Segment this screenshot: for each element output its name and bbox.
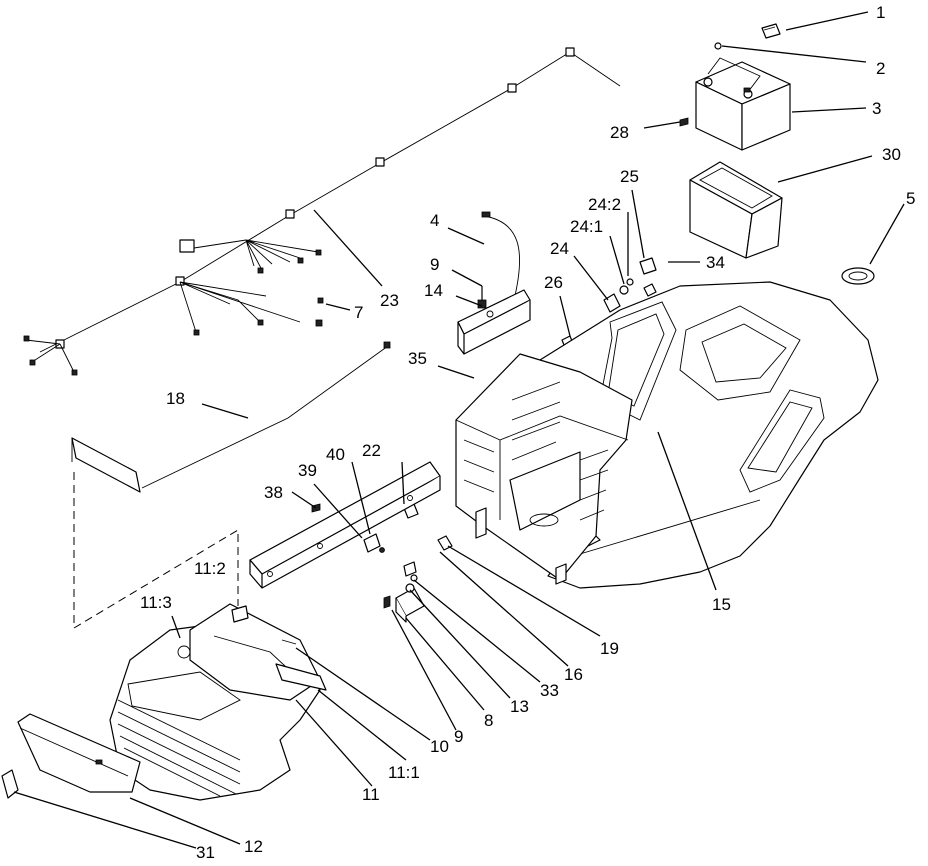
dash-tower-part	[455, 353, 633, 585]
leader-lines	[13, 11, 905, 849]
callout-34: 34	[706, 253, 725, 272]
bolt-part	[714, 42, 722, 50]
callout-8: 8	[484, 711, 493, 730]
callout-33: 33	[540, 681, 559, 700]
callout-28: 28	[610, 123, 629, 142]
callout-2: 2	[876, 59, 885, 78]
callout-12: 12	[244, 837, 263, 856]
callout-24-1: 24:1	[570, 217, 603, 236]
terminal-cap-part	[761, 23, 781, 39]
callout-23: 23	[380, 291, 399, 310]
callout-11: 11	[362, 785, 380, 804]
callout-26: 26	[544, 273, 563, 292]
round-pad-part	[841, 267, 875, 285]
emblem-part	[1, 769, 19, 799]
callout-11-1: 11:1	[388, 763, 420, 782]
solenoid-part	[383, 561, 425, 623]
callout-24-2: 24:2	[588, 195, 621, 214]
callout-35: 35	[408, 349, 427, 368]
callout-15: 15	[712, 595, 731, 614]
callout-22: 22	[362, 441, 381, 460]
callout-14: 14	[424, 281, 443, 300]
callout-39: 39	[298, 461, 317, 480]
callout-25: 25	[620, 167, 639, 186]
mount-bracket-part	[457, 286, 531, 355]
battery-tray-part	[689, 161, 783, 259]
callout-30: 30	[882, 145, 901, 164]
callout-19: 19	[600, 639, 619, 658]
callout-labels: 1 2 3 28 30 5 25 24:2 24:1 24 34 26 4 9 …	[140, 3, 915, 862]
callout-38: 38	[264, 483, 283, 502]
callout-11-2: 11:2	[194, 559, 226, 578]
callout-7: 7	[354, 303, 363, 322]
bolt-28-part	[679, 117, 689, 127]
callout-1: 1	[876, 3, 885, 22]
callout-16: 16	[564, 665, 583, 684]
callout-3: 3	[872, 99, 881, 118]
callout-13: 13	[510, 697, 529, 716]
callout-31: 31	[196, 843, 215, 862]
callout-9-top: 9	[430, 255, 439, 274]
callout-9-bottom: 9	[454, 727, 463, 746]
callout-10: 10	[430, 737, 449, 756]
callout-18: 18	[166, 389, 185, 408]
callout-11-3: 11:3	[140, 593, 172, 612]
callout-40: 40	[326, 445, 345, 464]
callout-4: 4	[430, 211, 439, 230]
assembly-line	[73, 472, 239, 629]
fuse-holder-part	[437, 535, 453, 551]
wire-harness-part	[23, 47, 621, 376]
callout-5: 5	[906, 189, 915, 208]
callout-24: 24	[550, 239, 569, 258]
front-bumper-part	[17, 713, 141, 793]
battery-part	[695, 57, 791, 151]
ground-cable-part	[481, 211, 521, 301]
hood-grille-part	[109, 603, 327, 801]
cable-part	[71, 341, 391, 493]
